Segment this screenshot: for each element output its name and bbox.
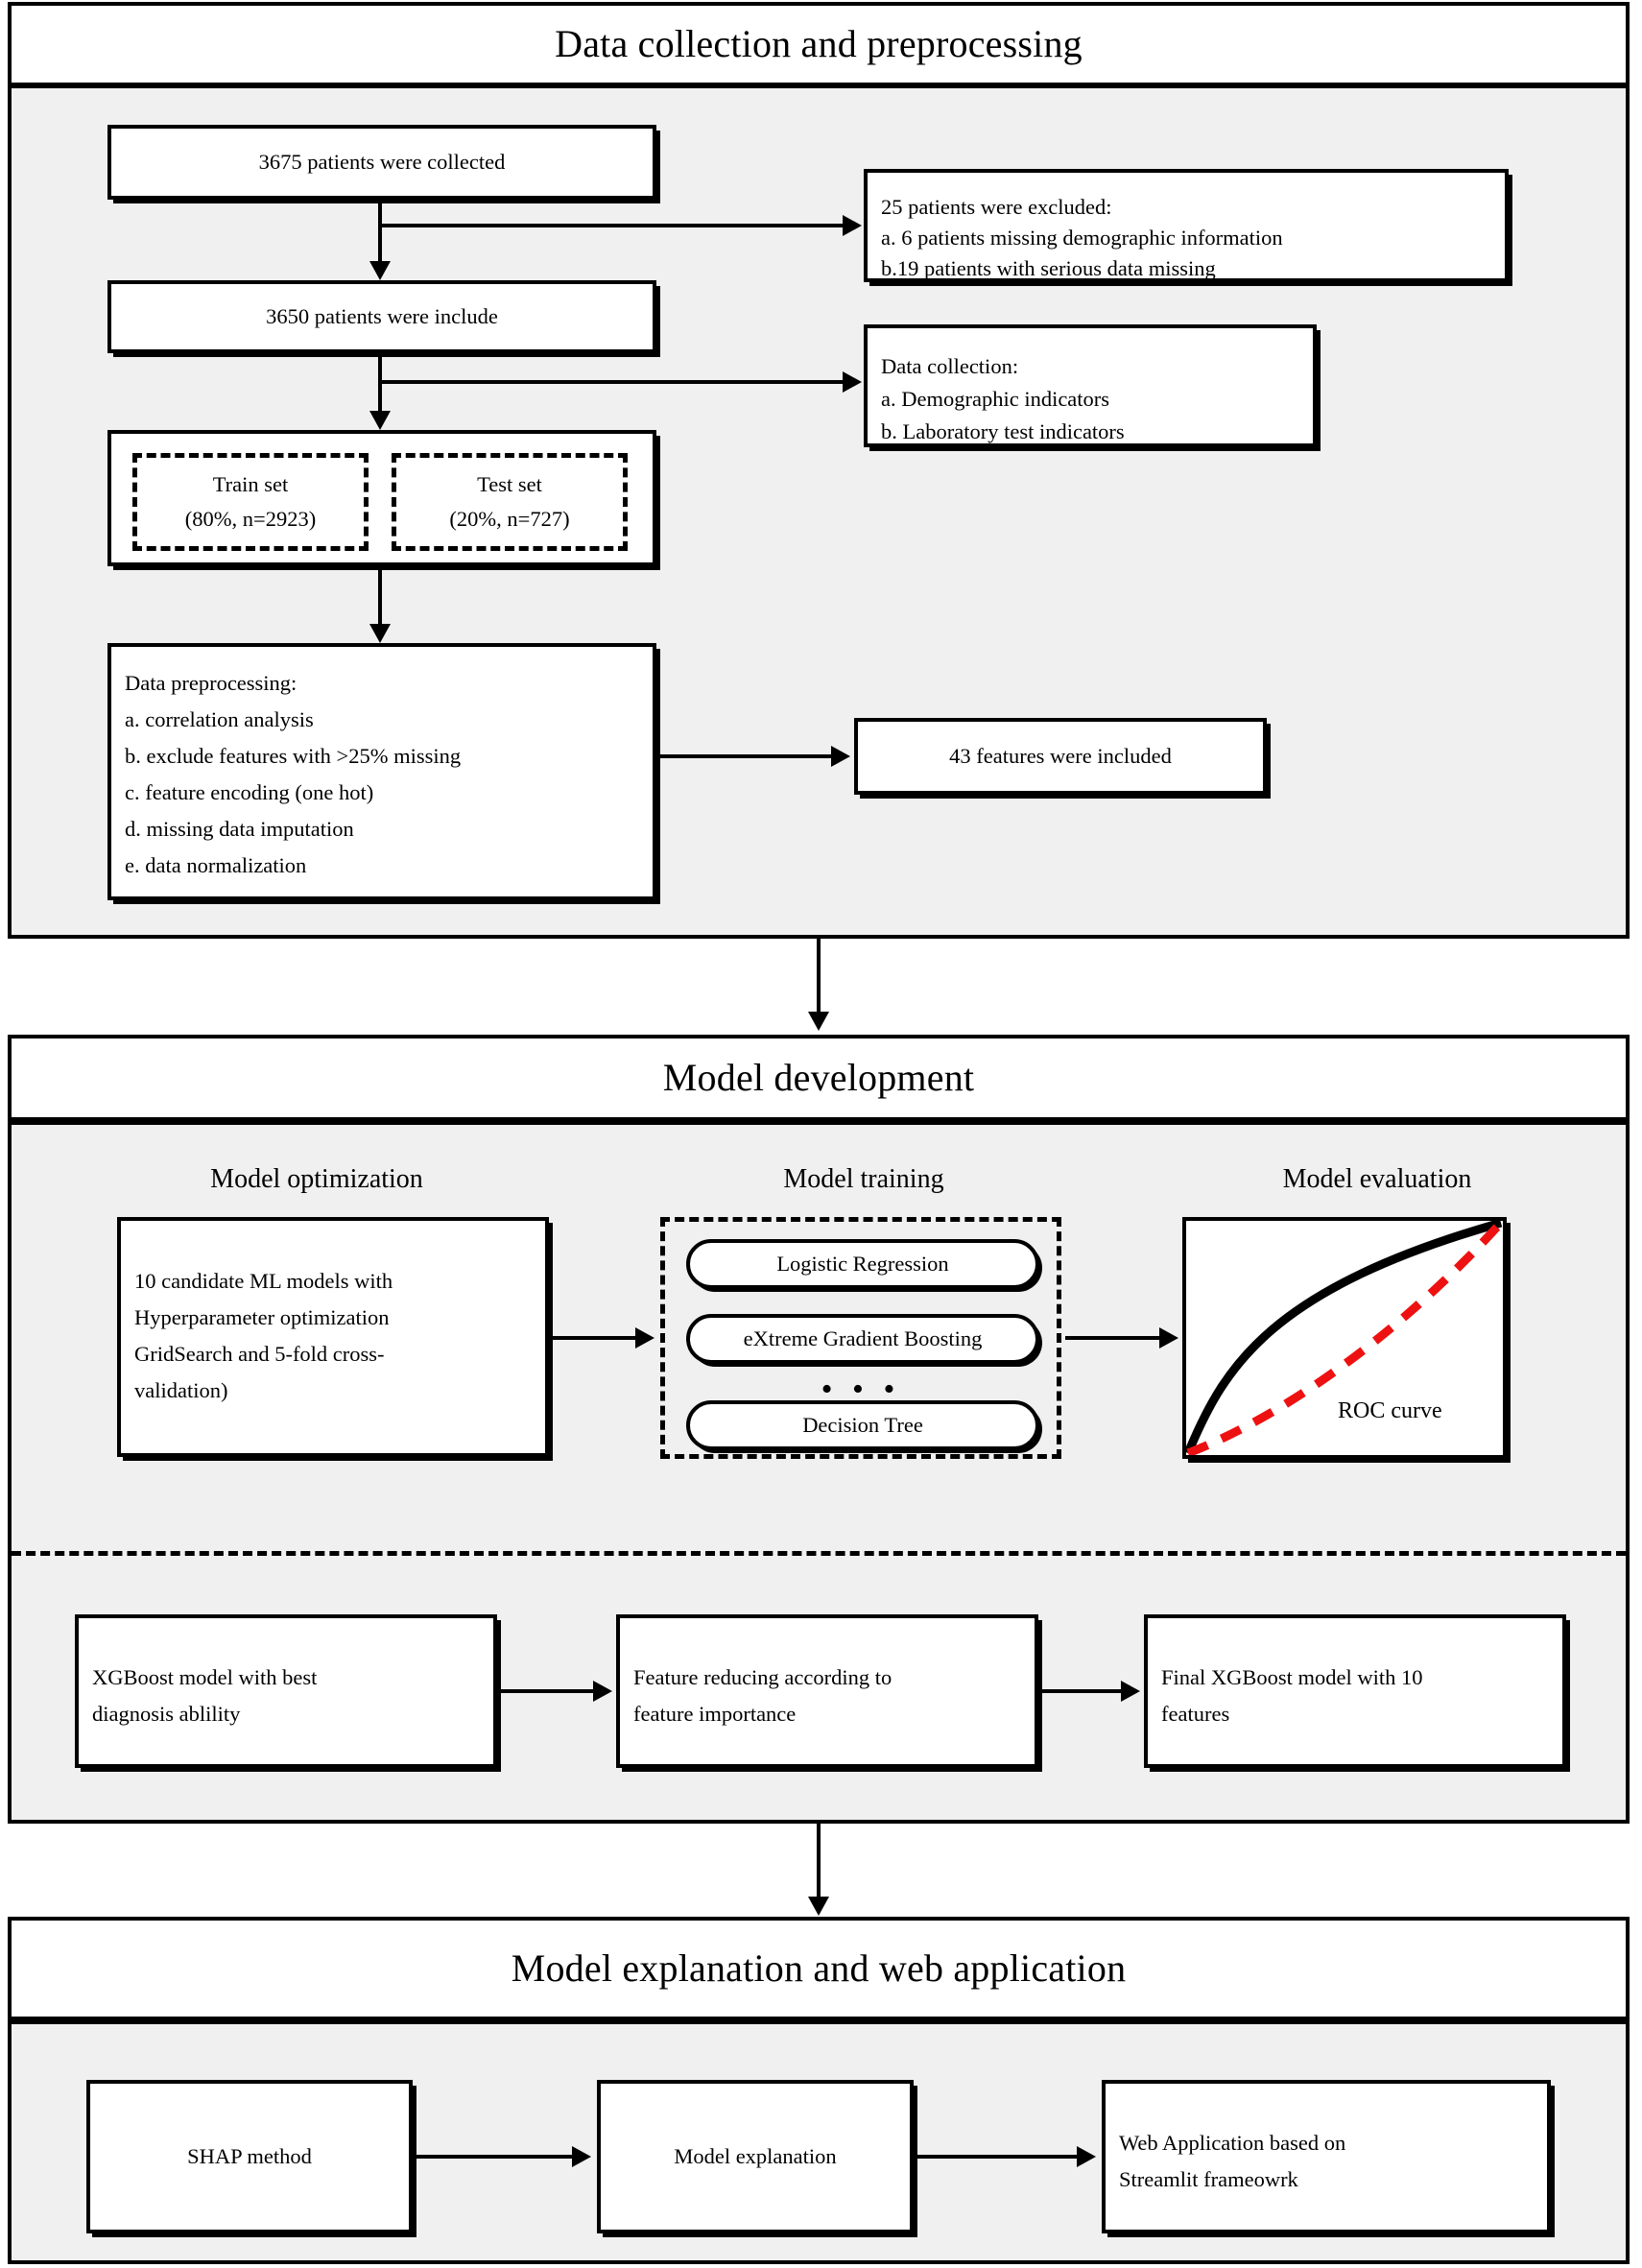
- section-title-text: Data collection and preprocessing: [555, 22, 1083, 65]
- test-set-label: Test set: [477, 472, 542, 496]
- arrowhead-included-to-datacollection: [843, 371, 862, 393]
- box-web-application-line2: Streamlit frameowrk: [1119, 2167, 1298, 2191]
- connector-split-to-preprocessing: [378, 566, 382, 626]
- arrowhead-training-to-evaluation: [1159, 1327, 1178, 1349]
- connector-included-to-datacollection: [380, 380, 845, 384]
- box-web-application-line1: Web Application based on: [1119, 2131, 1346, 2155]
- box-final-xgboost-line2: features: [1161, 1702, 1230, 1726]
- box-data-collection-line2: a. Demographic indicators: [881, 387, 1110, 411]
- arrowhead-shap-to-explanation: [572, 2146, 591, 2167]
- box-patients-excluded-line2: a. 6 patients missing demographic inform…: [881, 226, 1283, 250]
- connector-collected-to-excluded: [380, 224, 845, 227]
- box-model-optimization-line4: validation): [134, 1378, 228, 1402]
- box-model-optimization-line2: Hyperparameter optimization: [134, 1305, 390, 1329]
- pill-model-xgboost: eXtreme Gradient Boosting: [686, 1314, 1039, 1364]
- box-data-preprocessing: Data preprocessing: a. correlation analy…: [107, 643, 656, 900]
- arrowhead-preprocessing-to-features: [831, 746, 850, 767]
- connector-optimization-to-training: [551, 1336, 637, 1340]
- box-feature-reducing: Feature reducing according to feature im…: [616, 1614, 1038, 1768]
- train-set-label: Train set: [212, 472, 289, 496]
- box-data-preprocessing-line6: e. data normalization: [125, 853, 307, 877]
- box-data-collection-line1: Data collection:: [881, 354, 1019, 378]
- container-model-training: Logistic Regression eXtreme Gradient Boo…: [660, 1217, 1061, 1459]
- connector-section2-to-section3: [817, 1824, 821, 1898]
- test-set-detail: (20%, n=727): [449, 507, 570, 531]
- box-patients-excluded: 25 patients were excluded: a. 6 patients…: [864, 169, 1509, 282]
- arrowhead-explanation-to-webapp: [1077, 2146, 1096, 2167]
- box-model-explanation: Model explanation: [597, 2080, 914, 2233]
- box-final-xgboost-line1: Final XGBoost model with 10: [1161, 1665, 1423, 1689]
- connector-shap-to-explanation: [415, 2155, 574, 2159]
- box-feature-reducing-line2: feature importance: [633, 1702, 797, 1726]
- box-feature-reducing-line1: Feature reducing according to: [633, 1665, 892, 1689]
- pill-model-label-1: eXtreme Gradient Boosting: [743, 1325, 983, 1350]
- dashed-box-train-set: Train set (80%, n=2923): [132, 453, 369, 551]
- box-model-optimization: 10 candidate ML models with Hyperparamet…: [117, 1217, 549, 1457]
- arrowhead-collected-to-included: [369, 261, 391, 280]
- box-patients-excluded-line1: 25 patients were excluded:: [881, 195, 1112, 219]
- box-data-collection-line3: b. Laboratory test indicators: [881, 419, 1125, 443]
- box-data-preprocessing-line4: c. feature encoding (one hot): [125, 780, 374, 804]
- box-data-preprocessing-line3: b. exclude features with >25% missing: [125, 744, 462, 768]
- box-shap-method: SHAP method: [86, 2080, 413, 2233]
- arrowhead-best-to-reducing: [593, 1681, 612, 1702]
- box-data-preprocessing-line1: Data preprocessing:: [125, 671, 297, 695]
- caption-model-evaluation: Model evaluation: [1282, 1164, 1472, 1194]
- box-data-collection-items: Data collection: a. Demographic indicato…: [864, 324, 1317, 447]
- box-features-included-label: 43 features were included: [949, 744, 1172, 769]
- section-title-model-development: Model development: [8, 1035, 1630, 1121]
- box-web-application: Web Application based on Streamlit frame…: [1102, 2080, 1551, 2233]
- section-title-text-model-development: Model development: [662, 1056, 975, 1099]
- box-model-optimization-line3: GridSearch and 5-fold cross-: [134, 1342, 385, 1366]
- connector-preprocessing-to-features: [656, 754, 833, 758]
- dashed-box-test-set: Test set (20%, n=727): [392, 453, 628, 551]
- arrowhead-reducing-to-final: [1121, 1681, 1140, 1702]
- section-title-data-collection: Data collection and preprocessing: [8, 2, 1630, 86]
- box-xgboost-best-line2: diagnosis ablility: [92, 1702, 241, 1726]
- arrowhead-included-to-split: [369, 411, 391, 430]
- connector-section1-to-section2: [817, 939, 821, 1014]
- box-train-test-split: Train set (80%, n=2923) Test set (20%, n…: [107, 430, 656, 566]
- connector-explanation-to-webapp: [916, 2155, 1079, 2159]
- box-xgboost-best: XGBoost model with best diagnosis ablili…: [75, 1614, 497, 1768]
- divider-model-development: [12, 1551, 1626, 1556]
- roc-curve-label: ROC curve: [1338, 1398, 1442, 1423]
- connector-best-to-reducing: [499, 1689, 595, 1693]
- caption-model-optimization: Model optimization: [210, 1164, 423, 1194]
- roc-curve-chart: [1186, 1221, 1503, 1455]
- ellipsis-more-models: • • •: [821, 1372, 901, 1407]
- box-patients-collected: 3675 patients were collected: [107, 125, 656, 200]
- box-patients-included: 3650 patients were include: [107, 280, 656, 353]
- connector-collected-to-included: [378, 200, 382, 263]
- pill-model-logistic-regression: Logistic Regression: [686, 1239, 1039, 1289]
- connector-training-to-evaluation: [1065, 1336, 1161, 1340]
- box-xgboost-best-line1: XGBoost model with best: [92, 1665, 318, 1689]
- box-patients-collected-label: 3675 patients were collected: [258, 150, 506, 175]
- caption-model-training: Model training: [783, 1164, 944, 1194]
- section-title-model-explanation: Model explanation and web application: [8, 1917, 1630, 2020]
- arrowhead-section1-to-section2: [808, 1012, 829, 1031]
- connector-reducing-to-final: [1040, 1689, 1123, 1693]
- box-final-xgboost: Final XGBoost model with 10 features: [1144, 1614, 1566, 1768]
- box-patients-included-label: 3650 patients were include: [266, 304, 498, 329]
- box-data-preprocessing-line2: a. correlation analysis: [125, 707, 314, 731]
- arrowhead-split-to-preprocessing: [369, 624, 391, 643]
- pill-model-label-2: Decision Tree: [802, 1412, 923, 1437]
- box-model-explanation-label: Model explanation: [674, 2144, 837, 2169]
- pill-model-decision-tree: Decision Tree: [686, 1400, 1039, 1450]
- box-shap-method-label: SHAP method: [187, 2144, 312, 2169]
- arrowhead-section2-to-section3: [808, 1897, 829, 1916]
- box-model-evaluation-roc: ROC curve: [1182, 1217, 1507, 1459]
- arrowhead-collected-to-excluded: [843, 215, 862, 236]
- box-model-optimization-line1: 10 candidate ML models with: [134, 1269, 393, 1293]
- arrowhead-optimization-to-training: [635, 1327, 654, 1349]
- box-features-included: 43 features were included: [854, 718, 1267, 795]
- box-data-preprocessing-line5: d. missing data imputation: [125, 817, 354, 841]
- pill-model-label-0: Logistic Regression: [776, 1251, 949, 1276]
- train-set-detail: (80%, n=2923): [184, 507, 317, 531]
- box-patients-excluded-line3: b.19 patients with serious data missing: [881, 256, 1216, 280]
- section-title-text-model-explanation: Model explanation and web application: [511, 1946, 1127, 1990]
